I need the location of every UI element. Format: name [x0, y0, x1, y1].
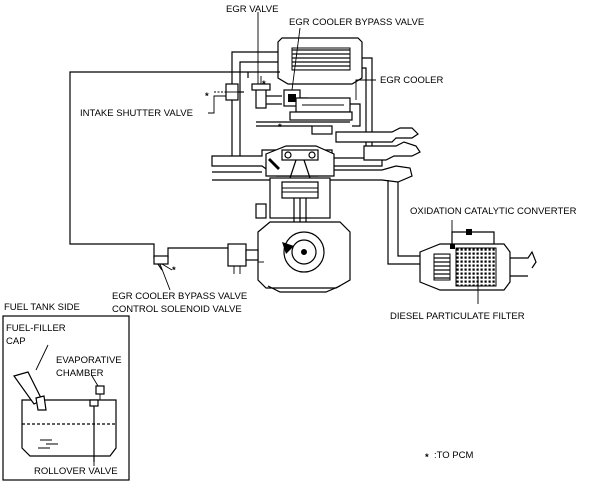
label-evaporative-line2: CHAMBER — [56, 368, 104, 379]
vacuum-line — [69, 71, 280, 258]
label-fuel-filler-line1: FUEL-FILLER — [6, 323, 66, 334]
crank-sensor — [227, 243, 259, 274]
intake-shutter-valve — [214, 83, 244, 101]
pcm-mark-legend: * — [425, 452, 429, 463]
label-oxidation-catalytic-converter: OXIDATION CATALYTIC CONVERTER — [410, 206, 577, 217]
egr-cooler — [256, 97, 361, 135]
label-fuel-filler-line2: CAP — [6, 336, 26, 347]
leader-lines — [35, 12, 479, 466]
label-solenoid-line1: EGR COOLER BYPASS VALVE — [112, 291, 247, 302]
label-egr-valve: EGR VALVE — [226, 4, 278, 15]
pcm-mark-egr-valve: * — [262, 79, 266, 90]
engine-block — [255, 145, 351, 293]
label-diesel-particulate-filter: DIESEL PARTICULATE FILTER — [390, 311, 525, 322]
label-fuel-tank-side: FUEL TANK SIDE — [4, 302, 80, 313]
label-solenoid-line2: CONTROL SOLENOID VALVE — [112, 304, 242, 315]
pcm-mark-solenoid: * — [172, 265, 176, 276]
pcm-mark-intake-shutter: * — [205, 91, 209, 102]
label-evaporative-line1: EVAPORATIVE — [56, 355, 122, 366]
label-egr-cooler-bypass-valve: EGR COOLER BYPASS VALVE — [289, 17, 424, 28]
bypass-control-solenoid-valve — [153, 255, 173, 271]
label-intake-shutter-valve: INTAKE SHUTTER VALVE — [80, 108, 193, 119]
legend-to-pcm: :TO PCM — [434, 450, 473, 461]
pcm-mark-egr-cooler: * — [278, 122, 282, 133]
egr-valve-assembly — [251, 76, 282, 109]
fuel-tank-panel — [2, 315, 130, 481]
label-rollover-valve: ROLLOVER VALVE — [34, 466, 118, 477]
dpf-assembly — [419, 229, 537, 291]
label-egr-cooler: EGR COOLER — [380, 75, 443, 86]
exhaust-manifold — [330, 127, 440, 265]
